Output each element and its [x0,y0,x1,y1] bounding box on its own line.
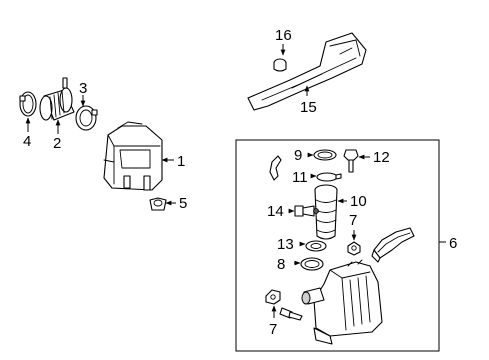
part-7-nut-lower [265,289,303,321]
callout-11: 11 [292,169,308,186]
callout-1: 1 [177,153,185,170]
callout-3: 3 [79,80,87,97]
callout-13: 13 [277,236,294,253]
part-9-clamp [313,149,337,161]
part-14-sensor [294,205,319,217]
callout-7a: 7 [349,212,357,229]
callout-12: 12 [373,149,390,166]
callout-5: 5 [179,195,187,212]
callout-7b: 7 [269,321,277,338]
part-resonator-pipe [371,227,415,263]
part-2-hose [39,77,75,121]
callout-9: 9 [294,147,302,164]
part-lower-housing [301,259,383,345]
callout-2: 2 [53,135,61,152]
part-hanger [269,155,282,181]
callout-14: 14 [267,203,284,220]
callout-16: 16 [275,27,292,44]
part-5-grommet [149,197,167,211]
assembly-box [235,139,440,352]
part-13-seal [305,240,327,252]
part-1-air-cleaner-housing [103,121,163,191]
part-4-clamp [19,91,37,117]
part-3-clamp [75,105,98,131]
callout-15: 15 [300,99,317,116]
callout-4: 4 [23,133,31,150]
part-11-clamp [316,172,342,182]
part-10-hose [314,184,338,240]
part-7-nut-upper [347,241,361,256]
part-15-intake-duct [247,32,367,111]
callout-10: 10 [350,193,367,210]
callout-8: 8 [277,256,285,273]
callout-6: 6 [449,235,457,252]
part-12-bolt [343,149,359,173]
part-8-ring [300,257,324,271]
part-16-cap [273,58,287,72]
